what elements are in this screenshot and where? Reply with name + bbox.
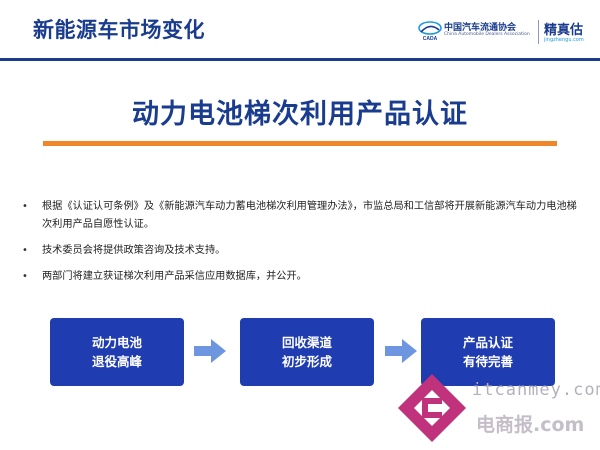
watermark-bottom-text: 电商报.com <box>476 414 585 436</box>
caada-name-cn: 中国汽车流通协会 <box>444 23 517 33</box>
arrow-right-icon <box>385 339 417 363</box>
bullet-marker: • <box>22 201 28 212</box>
header-title: 新能源车市场变化 <box>33 18 205 42</box>
step-line: 动力电池 <box>91 335 142 350</box>
step-line: 产品认证 <box>462 335 513 350</box>
header-rule <box>0 58 600 61</box>
watermark: itcanmey.com 电商报.com <box>392 368 600 450</box>
bullet-list: • 根据《认证认可条例》及《新能源汽车动力蓄电池梯次利用管理办法》，市监总局和工… <box>20 198 580 294</box>
bullet-item: • 两部门将建立获证梯次利用产品采信应用数据库，并公开。 <box>20 268 580 286</box>
slide-title: 动力电池梯次利用产品认证 <box>132 99 468 130</box>
logo-divider <box>538 20 539 44</box>
jzg-name-en: jingzhengu.com <box>544 37 584 43</box>
jzg-name-cn: 精真估 <box>544 23 584 38</box>
watermark-top-text: itcanmey.com <box>472 380 600 400</box>
bullet-item: • 根据《认证认可条例》及《新能源汽车动力蓄电池梯次利用管理办法》，市监总局和工… <box>20 198 580 234</box>
caada-name-en: China Automobile Dealers Association <box>444 32 530 37</box>
process-step-product-certification: 产品认证 有待完善 <box>421 318 555 386</box>
process-step-recycling-channels: 回收渠道 初步形成 <box>240 318 374 386</box>
process-step-battery-retirement: 动力电池 退役高峰 <box>50 318 184 386</box>
caada-logo-icon: CADA <box>418 21 442 42</box>
step-line: 退役高峰 <box>91 354 142 369</box>
header-logos: CADA 中国汽车流通协会 China Automobile Dealers A… <box>418 18 594 48</box>
bullet-marker: • <box>22 245 28 256</box>
step-line: 回收渠道 <box>281 335 332 350</box>
arrow-right-icon <box>194 339 226 363</box>
bullet-text: 技术委员会将提供政策咨询及技术支持。 <box>42 245 226 256</box>
svg-text:CADA: CADA <box>423 36 438 42</box>
watermark-logo-icon <box>398 374 466 442</box>
slide-header: 新能源车市场变化 CADA 中国汽车流通协会 China Automobile … <box>0 0 600 58</box>
step-line: 有待完善 <box>462 354 513 369</box>
bullet-text: 根据《认证认可条例》及《新能源汽车动力蓄电池梯次利用管理办法》，市监总局和工信部… <box>42 201 577 230</box>
title-underline <box>43 141 557 146</box>
bullet-text: 两部门将建立获证梯次利用产品采信应用数据库，并公开。 <box>42 271 307 282</box>
bullet-marker: • <box>22 271 28 282</box>
bullet-item: • 技术委员会将提供政策咨询及技术支持。 <box>20 242 580 260</box>
step-line: 初步形成 <box>281 354 332 369</box>
